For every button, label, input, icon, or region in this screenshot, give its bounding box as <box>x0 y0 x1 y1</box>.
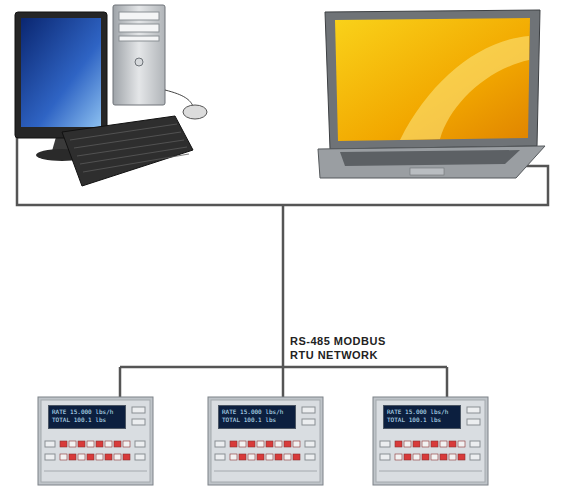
display-reading: RATE 15.000 lbs/h <box>387 408 457 416</box>
meter-display: RATE 15.000 lbs/hTOTAL 100.1 lbs <box>383 405 461 429</box>
meter-display: RATE 15.000 lbs/hTOTAL 100.1 lbs <box>218 405 296 429</box>
laptop-computer <box>318 10 545 178</box>
meter-housing <box>208 397 323 485</box>
flow-meter: RATE 15.000 lbs/hTOTAL 100.1 lbs <box>373 397 488 485</box>
flow-meter: RATE 15.000 lbs/hTOTAL 100.1 lbs <box>208 397 323 485</box>
desktop-computer <box>15 5 207 186</box>
network-label: RS-485 MODBUS RTU NETWORK <box>290 334 404 362</box>
display-reading: TOTAL 100.1 lbs <box>52 416 122 424</box>
meter-housing <box>38 397 153 485</box>
display-reading: TOTAL 100.1 lbs <box>222 416 292 424</box>
display-reading: RATE 15.000 lbs/h <box>222 408 292 416</box>
meter-display: RATE 15.000 lbs/hTOTAL 100.1 lbs <box>48 405 126 429</box>
display-reading: TOTAL 100.1 lbs <box>387 416 457 424</box>
display-reading: RATE 15.000 lbs/h <box>52 408 122 416</box>
meter-housing <box>373 397 488 485</box>
flow-meter: RATE 15.000 lbs/hTOTAL 100.1 lbs <box>38 397 153 485</box>
